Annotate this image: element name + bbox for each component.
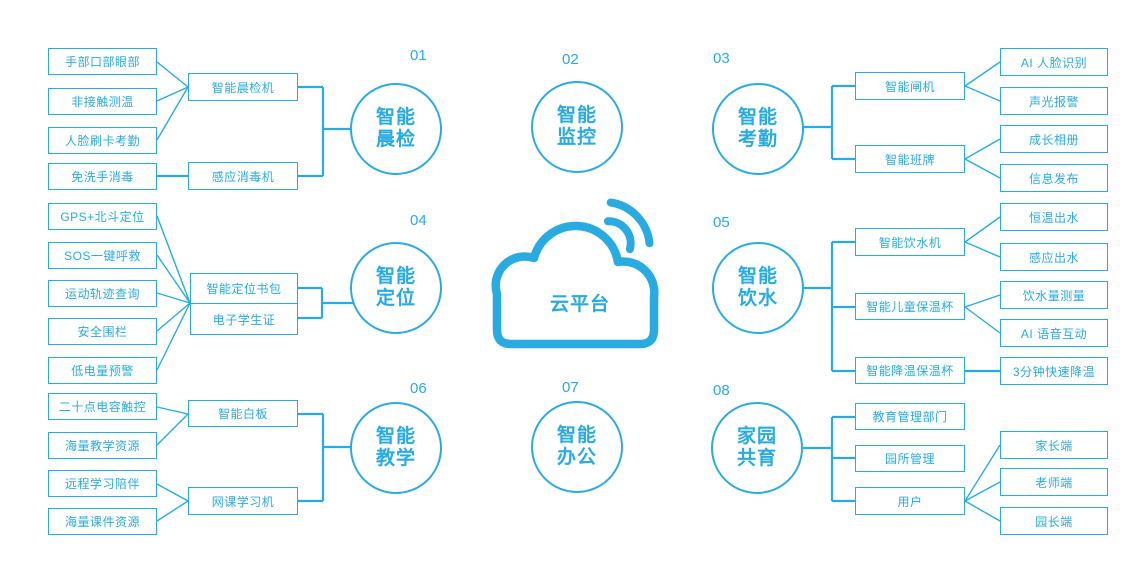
feature-box: 安全围栏 <box>48 318 157 345</box>
connectors-group-06 <box>156 406 352 522</box>
module-title-line: 智能 <box>556 104 597 126</box>
connectors-group-04 <box>156 215 353 371</box>
feature-box: 成长相册 <box>1000 125 1108 153</box>
product-box: 感应消毒机 <box>188 162 298 190</box>
product-box: 智能闸机 <box>855 72 965 100</box>
module-title-line: 考勤 <box>737 129 778 150</box>
module-title-line: 饮水 <box>737 288 778 309</box>
product-box: 智能定位书包 <box>191 274 297 304</box>
module-number: 07 <box>562 379 579 396</box>
module-circle-attendance: 智能 考勤 <box>712 83 804 175</box>
feature-box: 人脸刷卡考勤 <box>48 127 157 154</box>
module-title-line: 智能 <box>375 106 416 128</box>
module-number: 02 <box>562 51 579 68</box>
module-title-line: 监控 <box>556 127 597 148</box>
module-circle-teaching: 智能 教学 <box>350 402 442 494</box>
module-title-line: 智能 <box>737 106 778 128</box>
feature-box: 海量课件资源 <box>48 508 157 535</box>
feature-box: 远程学习陪伴 <box>48 470 157 497</box>
product-box: 智能降温保温杯 <box>855 357 965 384</box>
module-circle-monitoring: 智能 监控 <box>531 81 623 173</box>
module-number: 05 <box>713 214 730 231</box>
module-title-line: 教学 <box>375 448 416 469</box>
module-title-line: 家园 <box>736 425 777 447</box>
feature-box: 手部口部眼部 <box>48 48 157 75</box>
feature-box: 海量教学资源 <box>48 432 157 459</box>
product-box: 园所管理 <box>855 445 965 472</box>
wifi-signal-icon <box>604 198 654 254</box>
module-circle-positioning: 智能 定位 <box>350 242 442 334</box>
feature-box: 家长端 <box>1000 431 1108 459</box>
module-title-line: 共育 <box>736 448 777 469</box>
module-title-line: 晨检 <box>375 129 416 150</box>
module-circle-office: 智能 办公 <box>531 401 623 493</box>
product-box: 智能饮水机 <box>855 228 965 256</box>
cloud-label: 云平台 <box>549 294 610 315</box>
connectors-group-08 <box>803 415 1001 522</box>
module-number: 04 <box>410 212 427 229</box>
connectors-group-03 <box>803 61 1001 179</box>
module-title-line: 智能 <box>375 425 416 447</box>
product-box: 网课学习机 <box>188 487 298 515</box>
feature-box: 低电量预警 <box>48 357 157 384</box>
feature-box: 免洗手消毒 <box>48 163 157 190</box>
feature-box: 3分钟快速降温 <box>1000 357 1108 385</box>
feature-box: AI 语音互动 <box>1000 319 1108 347</box>
feature-box: 信息发布 <box>1000 164 1108 192</box>
feature-box: 二十点电容触控 <box>48 393 157 420</box>
feature-box: SOS一键呼救 <box>48 242 157 269</box>
product-box: 智能白板 <box>188 400 298 427</box>
module-title-line: 智能 <box>556 424 597 446</box>
feature-box: GPS+北斗定位 <box>48 203 157 230</box>
product-box: 智能班牌 <box>855 145 965 173</box>
module-title-line: 办公 <box>556 447 597 468</box>
feature-box: 非接触测温 <box>48 88 157 115</box>
feature-box: AI 人脸识别 <box>1000 48 1108 76</box>
module-circle-home-school: 家园 共育 <box>711 402 803 494</box>
module-number: 08 <box>713 382 730 399</box>
module-circle-morning-check: 智能 晨检 <box>350 83 442 175</box>
product-box: 电子学生证 <box>212 312 276 327</box>
product-box-stack: 智能定位书包 电子学生证 <box>190 273 298 335</box>
module-number: 06 <box>410 380 427 397</box>
feature-box: 感应出水 <box>1000 243 1108 271</box>
module-title-line: 智能 <box>375 265 416 287</box>
connectors-group-05 <box>803 216 1001 373</box>
product-box: 教育管理部门 <box>855 403 965 430</box>
feature-box: 运动轨迹查询 <box>48 280 157 307</box>
module-number: 01 <box>410 47 427 64</box>
module-title-line: 定位 <box>375 288 416 309</box>
feature-box: 声光报警 <box>1000 87 1108 115</box>
feature-box: 饮水量测量 <box>1000 281 1108 309</box>
module-circle-drinking-water: 智能 饮水 <box>712 242 804 334</box>
connectors-group-01 <box>156 61 352 178</box>
feature-box: 恒温出水 <box>1000 203 1108 231</box>
module-number: 03 <box>713 50 730 67</box>
module-title-line: 智能 <box>737 265 778 287</box>
product-box: 智能晨检机 <box>188 73 298 101</box>
cloud-icon <box>491 221 659 349</box>
product-box: 智能儿童保温杯 <box>855 293 965 320</box>
feature-box: 园长端 <box>1000 507 1108 535</box>
feature-box: 老师端 <box>1000 468 1108 496</box>
product-box: 用户 <box>855 487 965 515</box>
